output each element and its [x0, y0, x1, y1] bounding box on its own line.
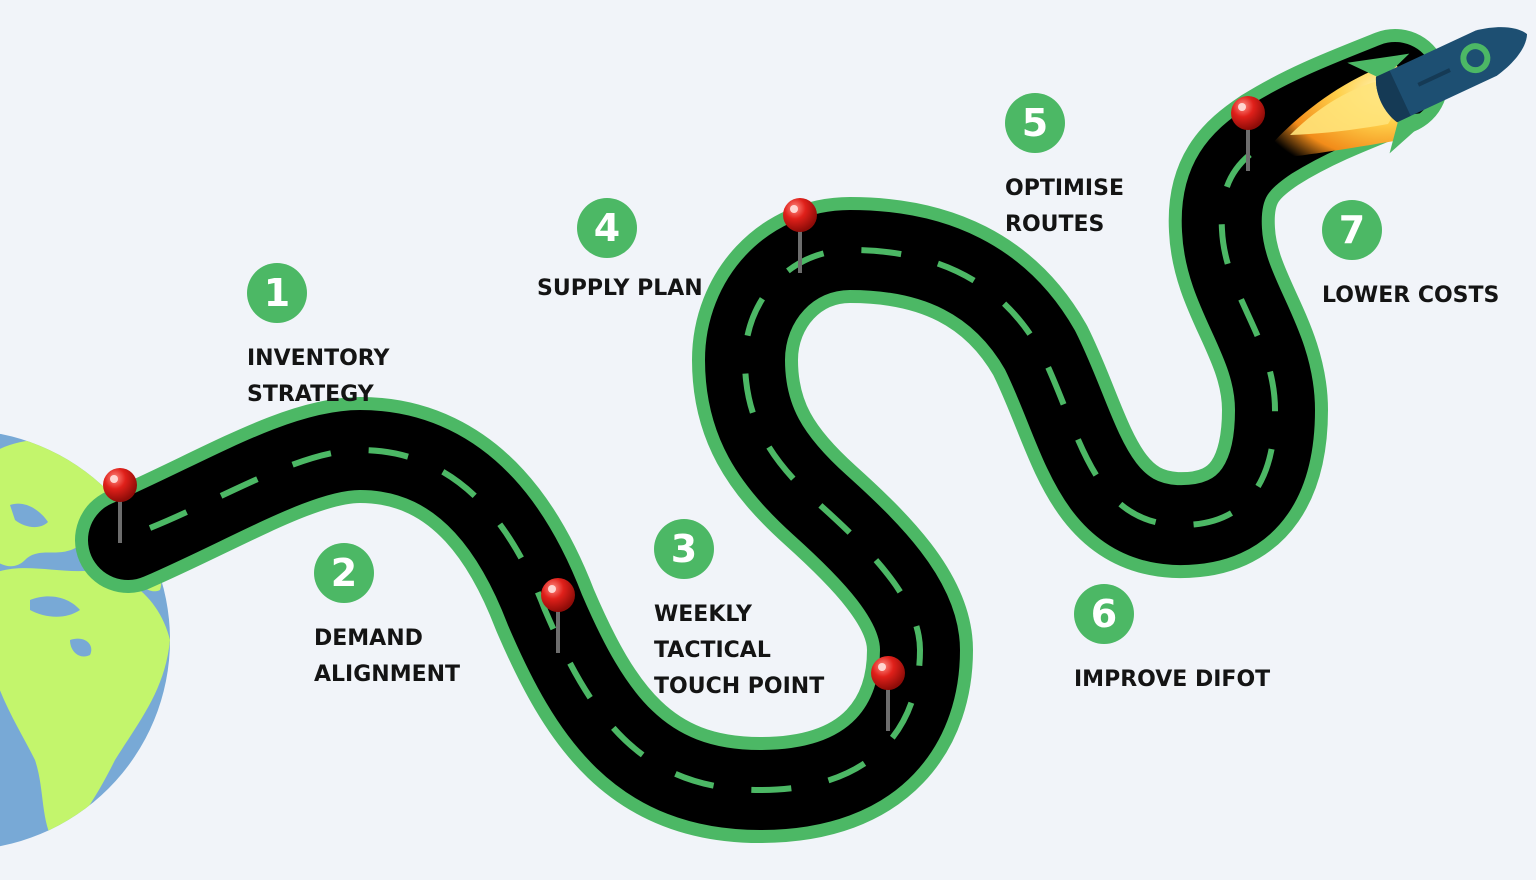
step-1-label: INVENTORY STRATEGY: [247, 346, 390, 407]
map-pin-icon: [103, 468, 137, 543]
step-1: 1 INVENTORY STRATEGY: [247, 263, 389, 413]
step-3-number: 3: [654, 519, 714, 579]
step-2-label: DEMAND ALIGNMENT: [314, 626, 461, 687]
step-2-number: 2: [314, 543, 374, 603]
rocket-icon: [1258, 27, 1528, 160]
map-pin-icon: [1231, 96, 1265, 171]
step-6-label: IMPROVE DIFOT: [1074, 667, 1271, 692]
step-6: 6 IMPROVE DIFOT: [1074, 584, 1270, 698]
step-5-number: 5: [1005, 93, 1065, 153]
step-7: 7 LOWER COSTS: [1322, 200, 1499, 314]
step-7-label: LOWER COSTS: [1322, 283, 1500, 308]
step-2: 2 DEMAND ALIGNMENT: [314, 543, 460, 693]
step-4-number: 4: [577, 198, 637, 258]
step-6-number: 6: [1074, 584, 1134, 644]
step-4: 4 SUPPLY PLAN: [537, 198, 703, 307]
map-pin-icon: [871, 656, 905, 731]
road-icon: [75, 29, 1448, 843]
step-5: 5 OPTIMISE ROUTES: [1005, 93, 1124, 243]
step-4-label: SUPPLY PLAN: [537, 276, 703, 301]
step-5-label: OPTIMISE ROUTES: [1005, 176, 1124, 237]
step-1-number: 1: [247, 263, 307, 323]
step-7-number: 7: [1322, 200, 1382, 260]
step-3: 3 WEEKLY TACTICAL TOUCH POINT: [654, 519, 824, 705]
map-pin-icon: [541, 578, 575, 653]
map-pins: [103, 96, 1265, 731]
map-pin-icon: [783, 198, 817, 273]
step-3-label: WEEKLY TACTICAL TOUCH POINT: [654, 602, 825, 699]
